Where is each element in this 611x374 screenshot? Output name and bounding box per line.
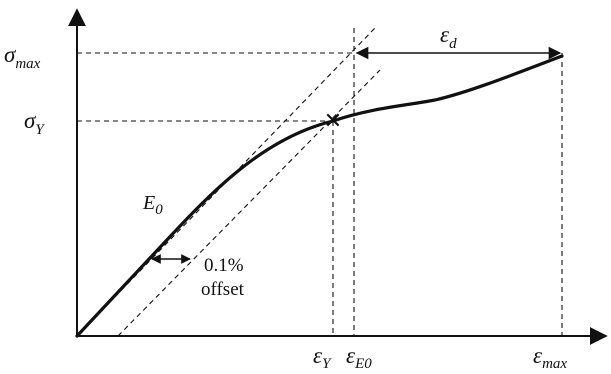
offset-word-label: offset <box>201 279 245 300</box>
e0-label: E0 <box>142 192 163 218</box>
sigma-max-label: σmax <box>4 42 41 72</box>
eps-e0-label: εE0 <box>346 343 372 372</box>
sigma-y-label: σY <box>24 108 45 138</box>
eps-y-label: εY <box>313 343 332 372</box>
eps-d-label: εd <box>440 22 457 52</box>
stress-strain-curve <box>75 54 564 338</box>
eps-max-label: εmax <box>533 343 567 372</box>
yield-marker: ✕ <box>324 109 342 134</box>
offset-percent-label: 0.1% <box>204 255 244 276</box>
